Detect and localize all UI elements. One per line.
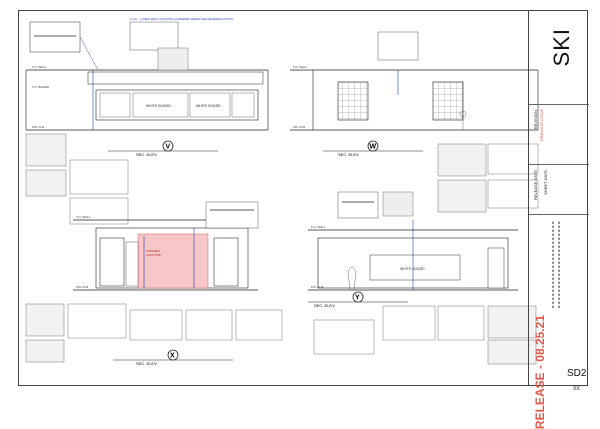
title-block: SKI REVISION: DRAWING ISSUE RELEASE DATE… [528,10,589,429]
svg-text:FIN. FLR.: FIN. FLR. [311,285,324,289]
reference-photos-bottom-left [25,303,283,363]
svg-text:FIN. FLR.: FIN. FLR. [32,125,45,129]
elevation-y-label: SEC. ELEV. [314,303,335,308]
svg-text:T.O. WALL: T.O. WALL [76,215,91,219]
elevation-x-label: SEC. ELEV. [136,361,157,366]
sheet-of: XX [573,386,580,392]
elevation-y: WHITE BOARD T.O. WALL FIN. FLR. [308,191,518,291]
revision-row: REVISION: DRAWING ISSUE [529,104,589,164]
date-row: RELEASE DATE: SHEET DATE: [529,164,589,214]
elevation-x-tag [113,349,233,361]
release-row: RELEASE - 08.25.21 ▮▮▮▮▮▮▮▮▮▮▮▮▮▮▮▮▮▮▮▮▮… [529,214,589,429]
elevation-y-marker: Y [355,295,360,302]
svg-text:T.O. WALL: T.O. WALL [293,65,308,69]
elevation-w-tag [323,140,423,152]
svg-text:FIN. FLR.: FIN. FLR. [76,285,89,289]
elevation-v-tag [108,140,218,152]
callout-box-top-left [29,21,189,71]
drawing-area: WHITE BOARD WHITE BOARD T.O. WALL T.O. B… [25,17,539,366]
elevation-w: T.O. WALL FIN. FLR. [290,31,539,131]
fine-print-2: ▮▮▮▮▮▮▮▮▮▮▮▮▮▮▮▮▮▮▮▮▮▮ [557,221,561,309]
release-date-label: RELEASE DATE: [533,169,538,201]
company-logo: SKI [549,28,574,67]
revision-value: DRAWING ISSUE [539,109,544,142]
hardware-note: 4' H.C. - LOWER SMALL MOUNTING HARDWARE … [130,17,233,21]
svg-text:T.O. BOARD: T.O. BOARD [32,85,50,89]
svg-text:FIN. FLR.: FIN. FLR. [293,125,306,129]
elevation-w-marker: W [370,144,377,151]
elevation-y-tag [308,291,408,303]
release-stamp: RELEASE - 08.25.21 [533,315,547,429]
sheet-border [18,10,588,386]
svg-text:PORTABLE: PORTABLE [146,249,160,253]
drawing-sheet: WHITE BOARD WHITE BOARD T.O. WALL T.O. B… [18,10,589,429]
svg-text:WHITE BOARD: WHITE BOARD [146,104,171,108]
svg-text:CART NOTE: CART NOTE [146,253,161,257]
svg-text:T.O. WALL: T.O. WALL [32,65,47,69]
revision-label: REVISION: [533,109,538,130]
svg-text:WHITE BOARD: WHITE BOARD [196,104,221,108]
reference-photos-bottom-right [313,305,537,365]
reference-photos-right [437,143,539,213]
elevation-v-label: SEC. ELEV. [136,152,157,157]
elevation-x-marker: X [170,353,175,360]
elevation-v-marker: V [166,144,171,151]
elevation-x: T.O. WALL FIN. FLR. PORTABLE CART NOTE [73,201,259,291]
elevation-w-label: SEC. ELEV. [338,152,359,157]
sheet-date-label: SHEET DATE: [543,169,548,195]
reference-photos-left [25,133,129,225]
fine-print-1: ▮▮▮▮▮▮▮▮▮▮▮▮▮▮▮▮▮▮▮▮▮▮ [551,221,555,309]
sheet-number: SD2 [567,368,587,379]
svg-text:T.O. WALL: T.O. WALL [311,225,326,229]
elevation-v: WHITE BOARD WHITE BOARD T.O. WALL T.O. B… [25,65,269,131]
svg-text:WHITE BOARD: WHITE BOARD [400,267,425,271]
